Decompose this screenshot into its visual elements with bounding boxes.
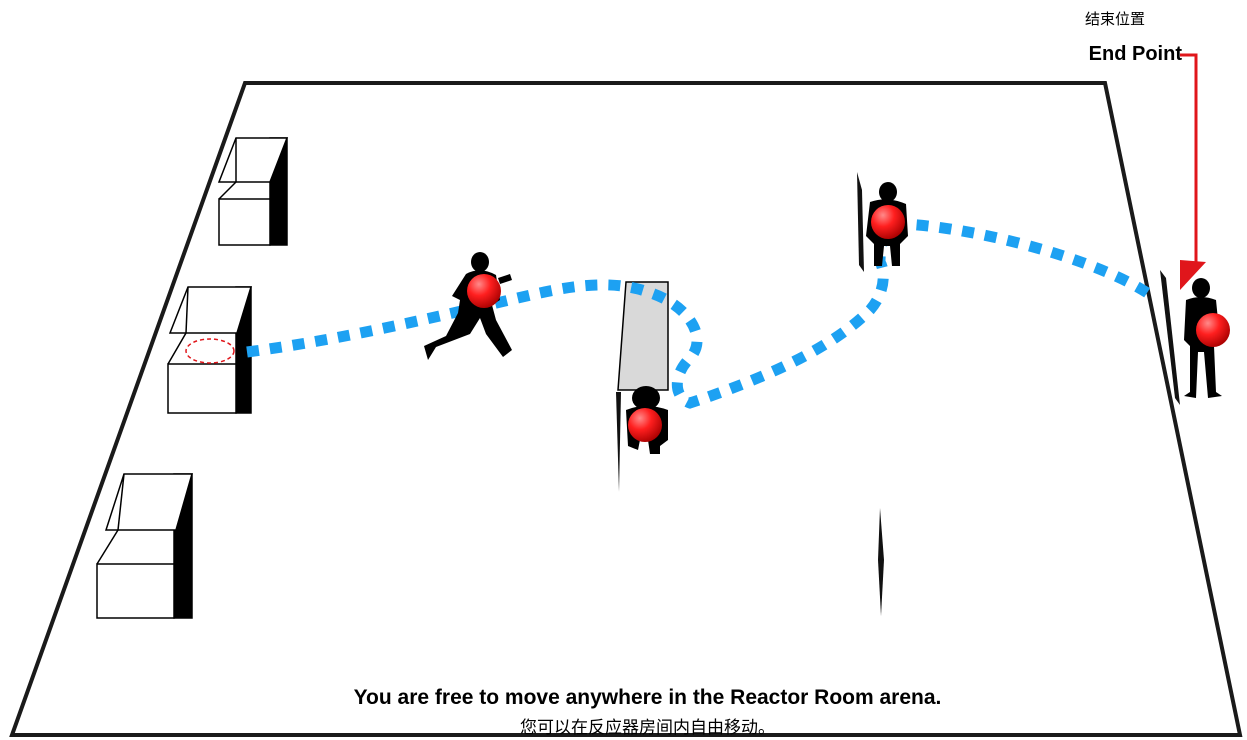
caption-chinese: 您可以在反应器房间内自由移动。 (0, 713, 1247, 738)
end-point-label: End Point (1052, 43, 1182, 66)
red-ball-icon (628, 408, 662, 442)
red-ball-icon (467, 274, 501, 308)
caption-english: You are free to move anywhere in the Rea… (0, 686, 1247, 710)
end-point-arrow (1180, 55, 1206, 290)
end-point-label-cn: 结束位置 (1060, 8, 1170, 29)
red-ball-icon (1196, 313, 1230, 347)
red-ball-icon (871, 205, 905, 239)
